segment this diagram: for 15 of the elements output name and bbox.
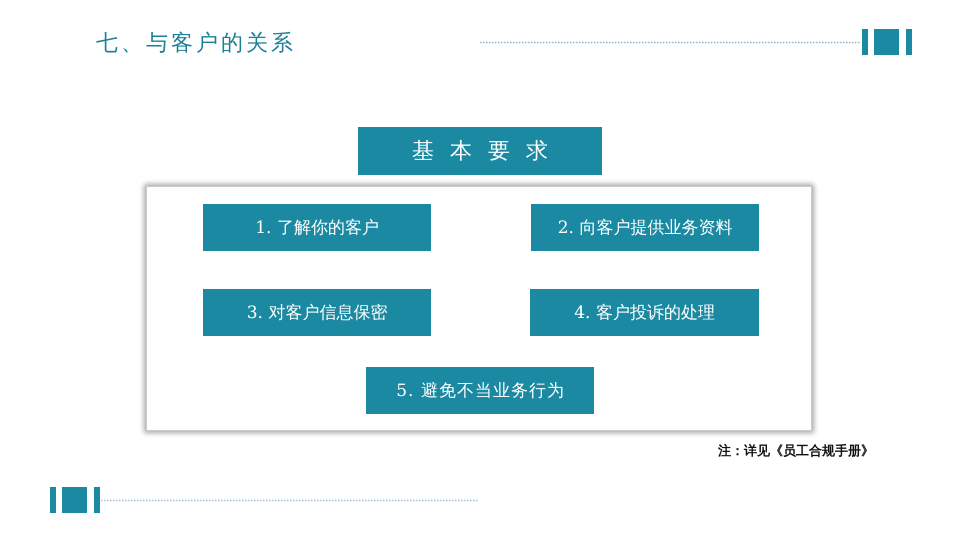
slide-title: 七、与客户的关系 [96,30,296,58]
requirement-text: 3. 对客户信息保密 [246,302,388,324]
requirement-box [203,289,431,336]
requirement-box [203,204,431,251]
requirement-text: 1. 了解你的客户 [255,217,379,239]
requirement-box [530,289,759,336]
content-panel [146,186,812,431]
requirement-text: 5. 避免不当业务行为 [396,380,565,402]
requirement-text: 4. 客户投诉的处理 [574,302,715,324]
requirement-box [366,367,594,414]
footnote: 注：详见《员工合规手册》 [718,442,874,461]
requirement-text: 2. 向客户提供业务资料 [558,217,732,239]
heading-box [358,127,602,175]
heading-text: 基本要求 [412,138,564,166]
requirement-box [531,204,759,251]
